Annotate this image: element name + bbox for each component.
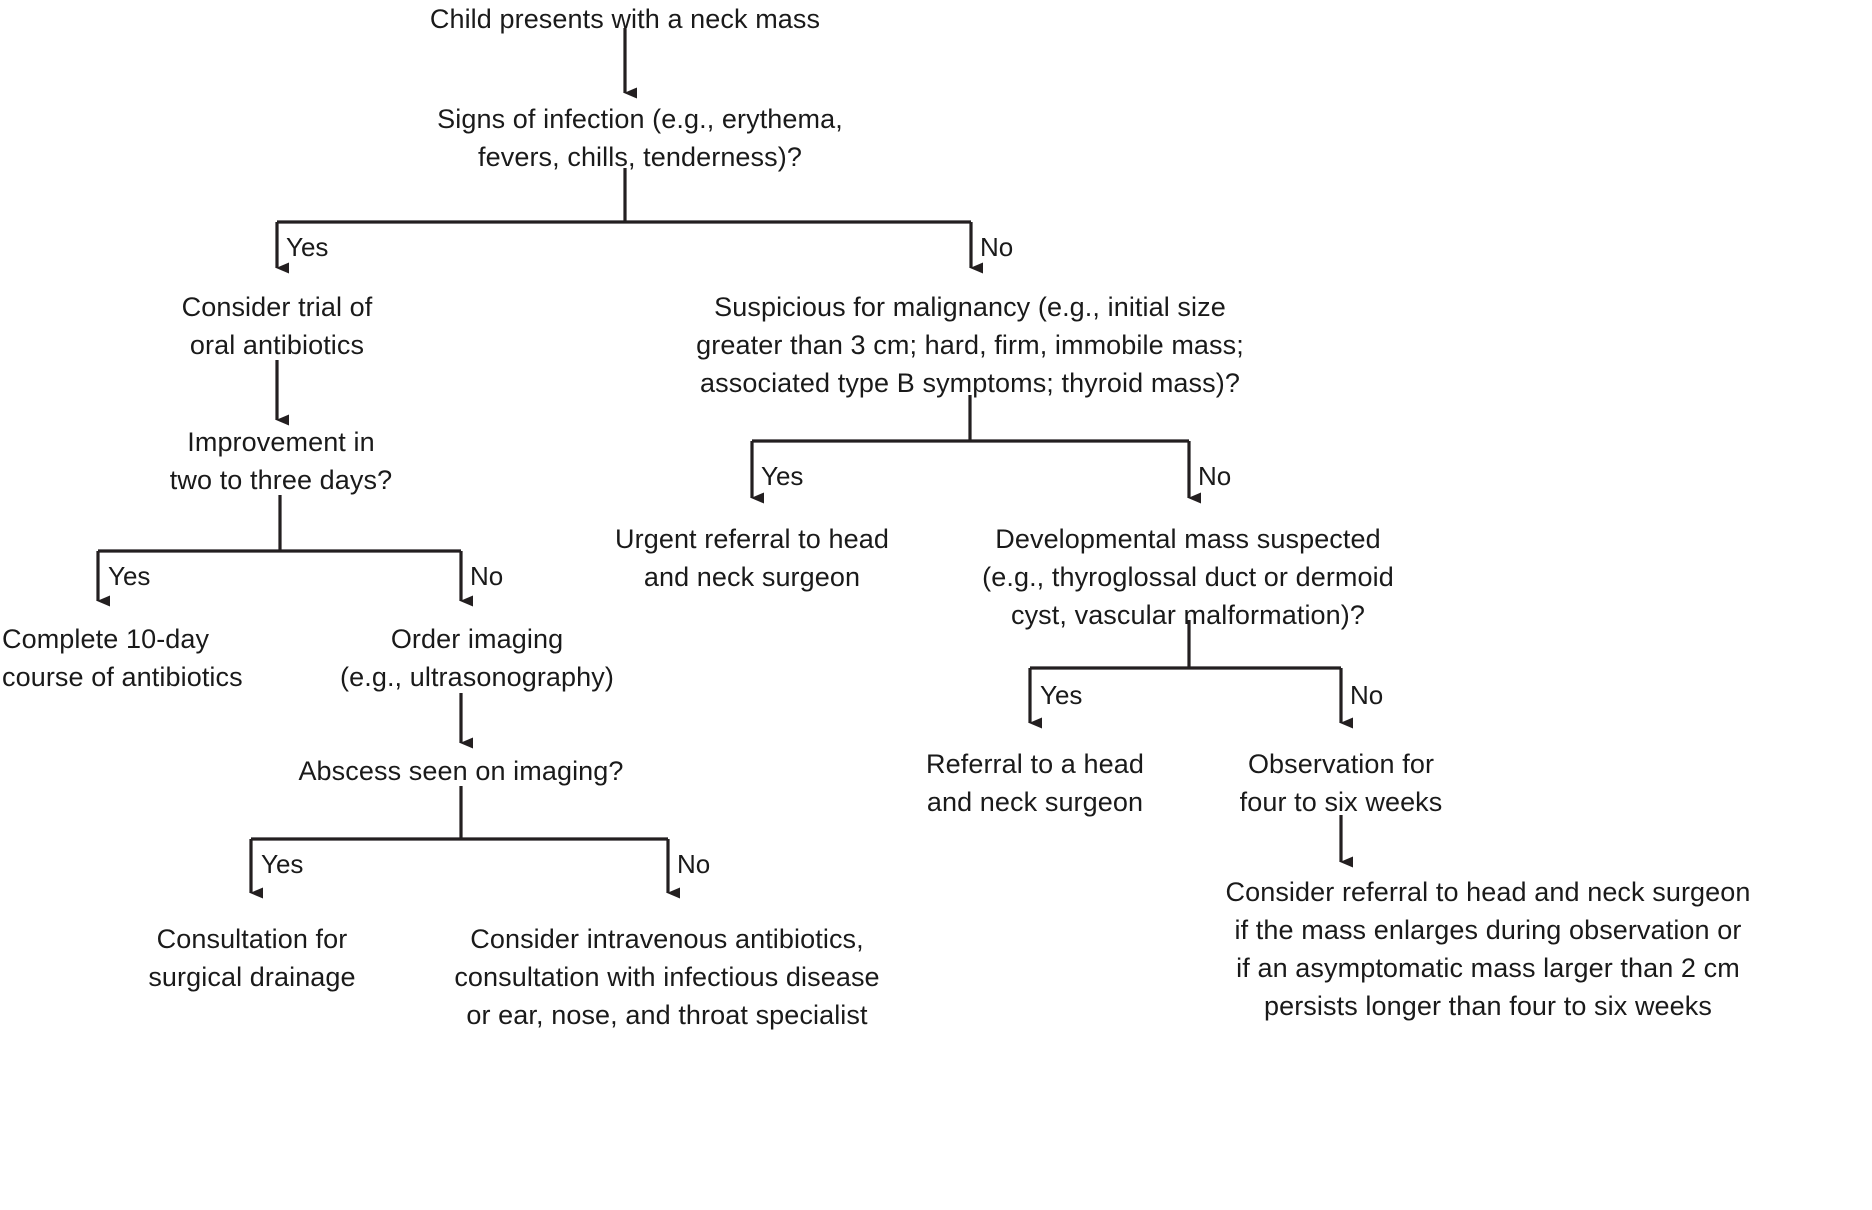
edge-label-malignancy-no: No [1198,461,1232,491]
node-abscess-question: Abscess seen on imaging? [298,756,624,786]
node-developmental-question: Developmental mass suspected (e.g., thyr… [982,524,1394,630]
edge-label-developmental-yes: Yes [1040,680,1083,710]
edge-label-abscess-yes: Yes [261,849,304,879]
edge-label-improvement-yes: Yes [108,561,151,591]
edge-label-infection-yes: Yes [286,232,329,262]
node-consider-referral: Consider referral to head and neck surge… [1225,877,1751,1021]
node-start: Child presents with a neck mass [429,4,821,34]
edge-label-infection-no: No [980,232,1014,262]
node-complete-course: Complete 10-day course of antibiotics [2,624,243,692]
node-order-imaging: Order imaging (e.g., ultrasonography) [340,624,614,692]
node-iv-antibiotics: Consider intravenous antibiotics, consul… [454,924,880,1030]
node-improvement-question: Improvement in two to three days? [169,427,393,495]
edge-label-malignancy-yes: Yes [761,461,804,491]
node-oral-antibiotics: Consider trial of oral antibiotics [181,292,373,360]
node-signs-of-infection-question: Signs of infection (e.g., erythema, feve… [437,104,843,172]
node-referral-surgeon: Referral to a head and neck surgeon [926,749,1144,817]
edge-label-improvement-no: No [470,561,504,591]
edge-label-abscess-no: No [677,849,711,879]
node-observation: Observation for four to six weeks [1239,749,1443,817]
edge-label-developmental-no: No [1350,680,1384,710]
node-malignancy-question: Suspicious for malignancy (e.g., initial… [696,292,1244,398]
node-urgent-referral: Urgent referral to head and neck surgeon [615,524,889,592]
node-surgical-drainage: Consultation for surgical drainage [148,924,356,992]
